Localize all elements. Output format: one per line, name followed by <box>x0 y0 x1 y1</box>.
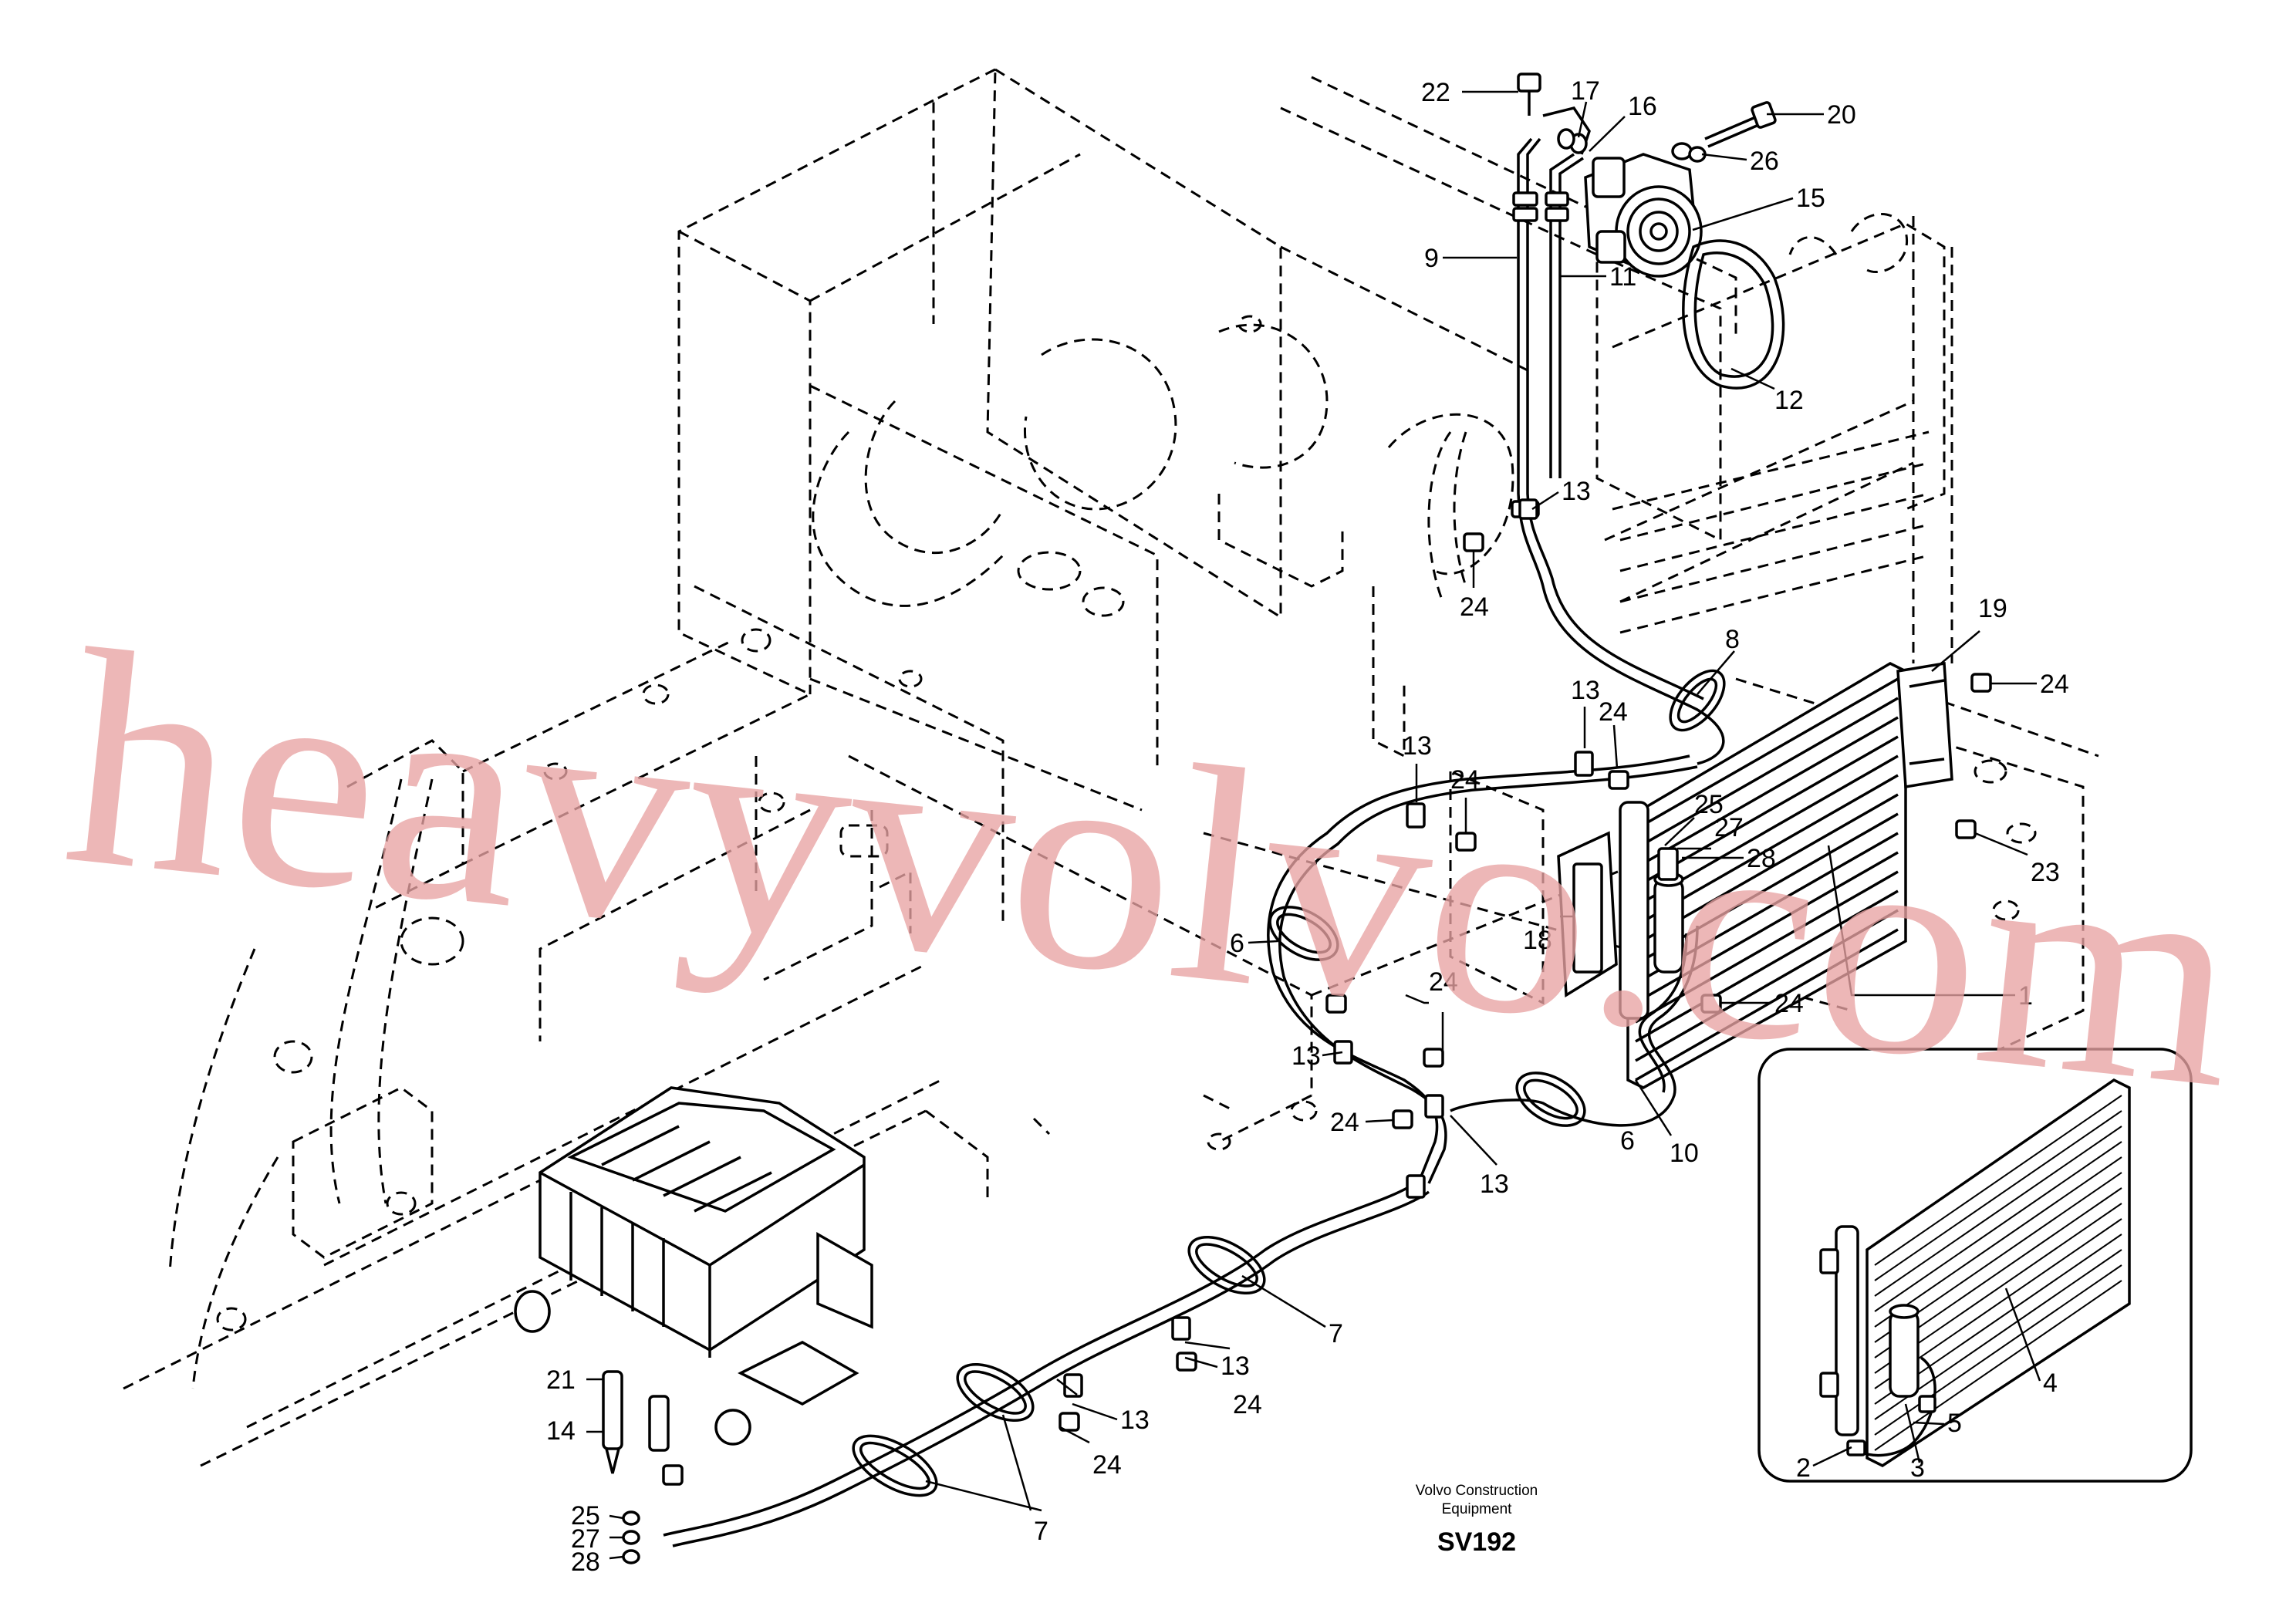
callout-24e: 24 <box>1429 967 1458 997</box>
hose-loop-8 <box>1669 669 1726 732</box>
compressor-belt <box>1682 239 1785 390</box>
callout-23: 23 <box>2031 858 2060 887</box>
callout-13d: 13 <box>1292 1041 1321 1071</box>
hose-run-6 <box>1267 754 1698 1184</box>
callout-4: 4 <box>2043 1369 2058 1398</box>
callout-6b: 6 <box>1620 1126 1635 1156</box>
callout-6a: 6 <box>1230 929 1244 958</box>
callout-9: 9 <box>1424 244 1439 273</box>
callout-14: 14 <box>546 1416 576 1446</box>
callout-25a: 25 <box>1694 790 1724 819</box>
caption-code: SV192 <box>1437 1527 1516 1557</box>
callout-2: 2 <box>1796 1453 1811 1483</box>
callout-28b: 28 <box>571 1547 600 1577</box>
callout-21: 21 <box>546 1365 576 1395</box>
callout-25b: 25 <box>571 1501 600 1531</box>
callout-26: 26 <box>1750 147 1779 176</box>
bolt-20 <box>1704 101 1777 148</box>
inset-detail <box>1757 1048 2193 1483</box>
callout-13a: 13 <box>1562 477 1591 506</box>
callout-16: 16 <box>1628 92 1657 121</box>
callout-1: 1 <box>2018 981 2033 1011</box>
callout-24b: 24 <box>2040 670 2069 699</box>
callout-13c: 13 <box>1403 731 1432 761</box>
nut-26 <box>1671 142 1707 163</box>
caption-line-1: Volvo Construction <box>1416 1483 1538 1499</box>
sensor-14 <box>602 1370 623 1474</box>
callout-8: 8 <box>1725 625 1740 654</box>
callout-13f: 13 <box>1221 1352 1250 1381</box>
fitting-17 <box>1557 128 1588 154</box>
condenser <box>1626 661 1953 1089</box>
callout-10: 10 <box>1670 1139 1699 1168</box>
callout-18: 18 <box>1523 926 1552 955</box>
callout-24c: 24 <box>1599 697 1628 727</box>
callout-7a: 7 <box>1329 1319 1343 1348</box>
evaporator-unit <box>514 1086 873 1446</box>
bracket-18 <box>1557 831 1618 998</box>
machine-frame-outline <box>123 67 2099 1467</box>
callout-13g: 13 <box>1120 1406 1150 1435</box>
callout-24d: 24 <box>1450 765 1480 795</box>
callout-27a: 27 <box>1714 813 1744 842</box>
callout-24g: 24 <box>1330 1108 1359 1137</box>
callout-20: 20 <box>1827 100 1856 130</box>
callout-24i: 24 <box>1092 1450 1122 1480</box>
callout-7b: 7 <box>1034 1517 1048 1546</box>
callout-15: 15 <box>1796 184 1825 213</box>
callout-13e: 13 <box>1480 1169 1509 1199</box>
clamps-13 <box>1063 498 1594 1398</box>
hose-run-7 <box>663 1179 1430 1547</box>
bolts-24 <box>1059 532 1992 1432</box>
callout-24h: 24 <box>1233 1390 1262 1419</box>
caption: Volvo Construction Equipment SV192 <box>1416 1483 1538 1557</box>
receiver-drier <box>1619 801 1684 1020</box>
callout-24f: 24 <box>1774 989 1804 1018</box>
callout-5: 5 <box>1947 1409 1962 1438</box>
compressor <box>1584 153 1703 278</box>
callout-19: 19 <box>1978 594 2007 623</box>
bolt-22 <box>1517 73 1541 116</box>
callout-24a: 24 <box>1460 592 1489 622</box>
callout-11: 11 <box>1609 262 1636 292</box>
hose-11 <box>1511 106 1591 518</box>
callout-13b: 13 <box>1571 676 1600 705</box>
caption-line-2: Equipment <box>1442 1501 1513 1517</box>
callout-27b: 27 <box>571 1524 600 1554</box>
callout-22: 22 <box>1421 78 1450 107</box>
callout-17: 17 <box>1571 76 1600 106</box>
leader-lines <box>586 90 2041 1560</box>
callout-28a: 28 <box>1747 844 1776 873</box>
pipe-fittings-lower <box>622 1395 684 1564</box>
callout-labels: 22 17 16 20 26 15 9 11 12 13 24 8 19 24 … <box>546 76 2069 1577</box>
callout-12: 12 <box>1774 386 1804 415</box>
callout-3: 3 <box>1910 1453 1925 1483</box>
